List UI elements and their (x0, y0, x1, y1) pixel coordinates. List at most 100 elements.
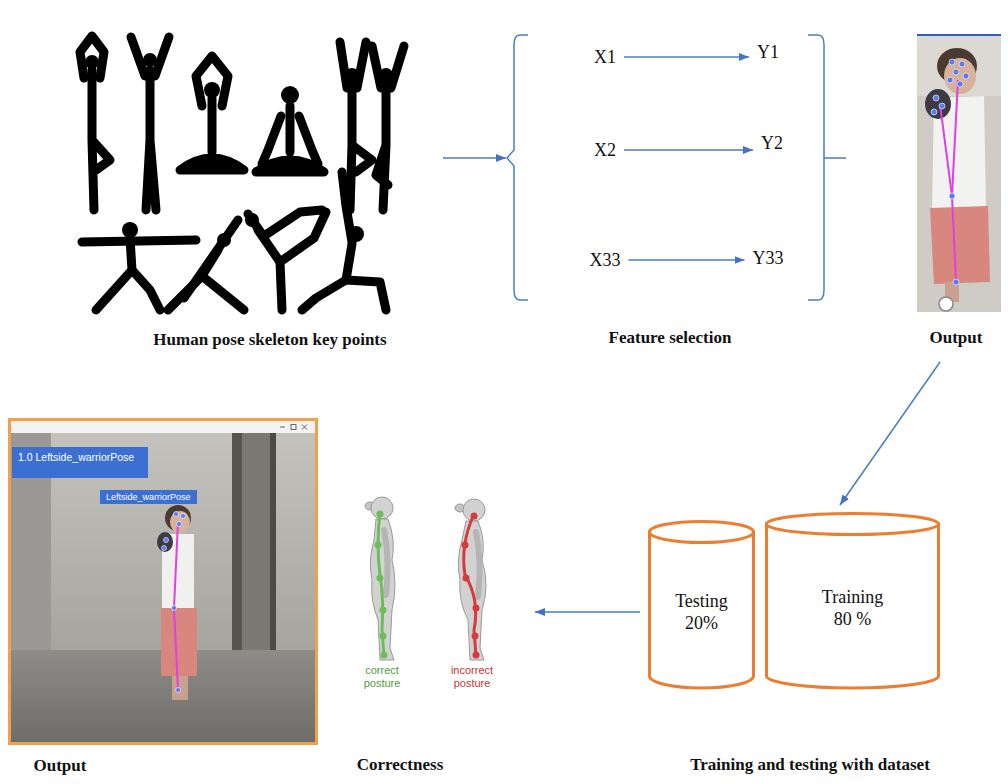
cylinder-top (650, 522, 754, 543)
figure-arms (342, 172, 352, 242)
pose-figure (302, 172, 386, 310)
person-arm (925, 89, 951, 119)
figure-body (376, 85, 388, 210)
spine-dot (377, 511, 384, 518)
keypoint-dots (931, 59, 969, 285)
figure-arm (384, 530, 388, 595)
keypoint (164, 538, 169, 543)
pose-figure (256, 86, 324, 172)
yoga-silhouettes (80, 36, 404, 310)
keypoint (949, 59, 955, 65)
feature-input: X1 (586, 45, 624, 70)
keypoint-photo (917, 35, 1001, 312)
prediction-banner: 1.0 Leftside_warriorPose (12, 447, 148, 478)
window-button (291, 425, 296, 430)
window-button (280, 427, 285, 428)
pose-figure (131, 37, 169, 210)
spine-dots (462, 513, 480, 659)
feature-bracket (808, 35, 846, 300)
figure-body (346, 244, 352, 280)
cylinder-top (767, 514, 939, 535)
caption-text: Output (34, 756, 87, 776)
figure-legs (302, 280, 386, 310)
figure-body (286, 106, 295, 152)
skeleton-line (952, 80, 958, 282)
figure-legs (180, 158, 244, 170)
keypoint (949, 193, 955, 199)
node-text: X1 (594, 47, 616, 68)
node-text: Testing 20% (666, 590, 738, 635)
node-text: X2 (594, 140, 616, 161)
keypoint (963, 73, 969, 79)
pose-figure (180, 56, 244, 170)
keypoint (174, 512, 179, 517)
skeleton-line (940, 104, 952, 196)
person-shorts (930, 206, 990, 284)
keypoint (939, 297, 953, 311)
prediction-tag: Leftside_warriorPose (100, 490, 197, 504)
door-frame (242, 433, 270, 658)
person-legs (172, 676, 188, 700)
figure-body (350, 85, 372, 210)
spine-dots (375, 511, 388, 659)
figure-head (463, 499, 485, 521)
spine-dot (463, 575, 470, 582)
flow-arrow (624, 56, 749, 58)
keypoint (177, 522, 182, 527)
keypoint (957, 81, 963, 87)
caption-text: Training and testing with dataset (690, 755, 930, 775)
posture-illustration (365, 497, 486, 660)
spine-dot (472, 633, 479, 640)
window-titlebar (11, 421, 315, 433)
spine-dot (462, 542, 469, 549)
door-frame (232, 433, 242, 658)
spine-dot (381, 652, 388, 659)
figure-body (208, 98, 217, 152)
caption-text: Human pose skeleton key points (153, 330, 386, 350)
person-face (944, 58, 976, 94)
flow-arrow (443, 157, 506, 159)
spine-dot (380, 607, 387, 614)
keypoint (162, 546, 167, 551)
feature-group: Feature selectionX1Y1X2Y2X33Y33 (506, 30, 850, 355)
figure-body (168, 250, 244, 310)
dataset-group: Training and testing with dataset Testing… (640, 505, 1003, 780)
pose-figure (372, 46, 404, 210)
figure-arms (248, 210, 322, 236)
person-shorts (161, 608, 197, 676)
person-face (170, 511, 190, 533)
figure-body (92, 70, 110, 210)
keypoint (953, 279, 959, 285)
spine-dot (377, 575, 384, 582)
keypoint (939, 103, 945, 109)
flow-arrow (624, 149, 753, 151)
caption-text: Feature selection (609, 328, 732, 348)
dataset-cylinder: Training 80 % (765, 512, 940, 688)
spine-dot (471, 513, 478, 520)
person-arm (157, 532, 173, 552)
photo-background (917, 36, 1001, 312)
keypoint (959, 61, 965, 67)
flow-arrow (840, 362, 940, 505)
photo-wall (917, 36, 1001, 96)
feature-output: Y2 (753, 131, 791, 156)
correctness-panel: Correctness (330, 490, 535, 780)
cylinder-body (767, 524, 939, 688)
feature-output: Y33 (745, 246, 792, 271)
pose-figure (168, 220, 244, 310)
keypoint (953, 69, 959, 75)
posture-caption: incorrect posture (443, 664, 501, 689)
feature-input: X2 (586, 138, 624, 163)
feature-bracket (507, 35, 528, 300)
window-button (302, 425, 307, 430)
dataset-cylinder: Testing 20% (648, 520, 755, 688)
keypoint (931, 109, 937, 115)
figure-arms (82, 240, 196, 242)
keypoint-output-panel: Output (912, 30, 1003, 362)
posture-figure (455, 499, 486, 660)
photo-top-line (917, 34, 1001, 36)
caption-text: Output (930, 328, 983, 348)
figure-arm (476, 532, 480, 597)
keypoint (181, 514, 186, 519)
keypoint (176, 688, 181, 693)
